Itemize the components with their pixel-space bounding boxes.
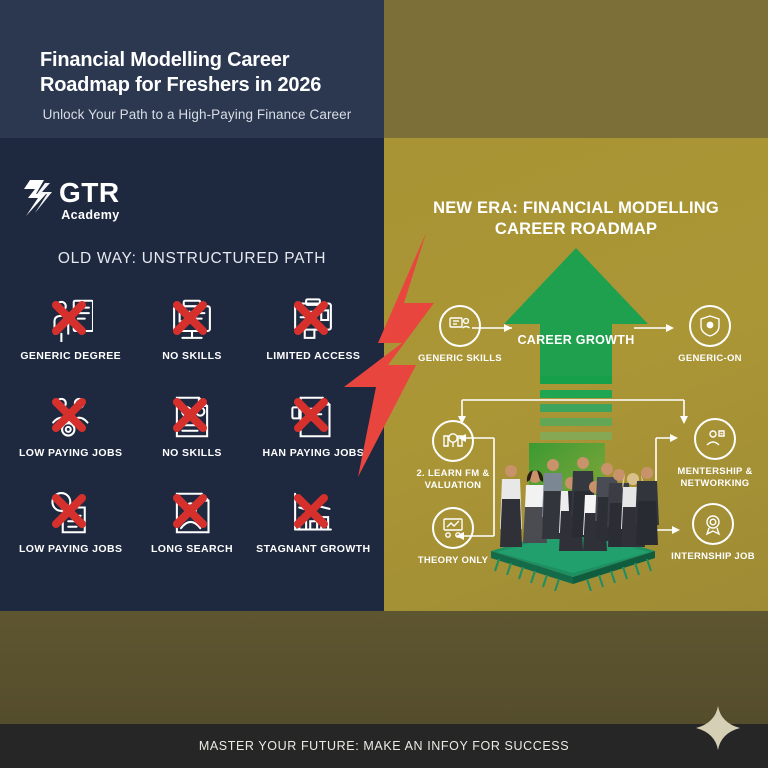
brand-logo-text: GTR Academy (59, 177, 120, 223)
red-x-icon (51, 301, 86, 335)
growth-step-bar (540, 390, 612, 398)
old-way-item: STAGNANT GROWTH (253, 491, 374, 588)
valuation-magnifier-icon (432, 420, 474, 462)
red-x-icon (51, 494, 86, 529)
footer-bar: MASTER YOUR FUTURE: MAKE AN INFOY FOR SU… (0, 724, 768, 768)
node-internship-job[interactable]: INTERNSHIP JOB (658, 503, 768, 563)
old-way-item-label: LOW PAYING JOBS (18, 543, 123, 556)
red-x-icon (172, 397, 207, 432)
brand-logo: GTR Academy (24, 177, 120, 223)
node-label: INTERNSHIP JOB (671, 551, 755, 562)
header-left-block (0, 0, 384, 138)
brand-name: GTR (59, 177, 120, 208)
document-search-icon (166, 395, 218, 441)
page-title: Financial Modelling Career Roadmap for F… (40, 49, 322, 96)
four-point-star-icon (696, 706, 740, 750)
old-way-item-label: LOW PAYING JOBS (18, 446, 123, 459)
old-way-item: HAN PAYING JOBS (253, 395, 374, 492)
node-mentorship-networking[interactable]: MENTERSHIP & NETWORKING (660, 418, 768, 490)
growth-step-bar (540, 418, 612, 426)
old-way-item: NO SKILLS (131, 395, 252, 492)
lightning-bolt-icon (344, 233, 434, 477)
old-way-item-label: LONG SEARCH (150, 543, 233, 556)
new-era-heading: NEW ERA: FINANCIAL MODELLING CAREER ROAD… (433, 199, 719, 238)
node-label: THEORY ONLY (417, 555, 489, 566)
footer-text: MASTER YOUR FUTURE: MAKE AN INFOY FOR SU… (198, 739, 570, 753)
skills-screen-icon (439, 305, 481, 347)
page-subtitle: Unlock Your Path to a High-Paying Financ… (42, 107, 352, 122)
gtr-logo-mark-icon (24, 180, 52, 216)
growth-step-bar (540, 376, 612, 384)
red-x-icon (172, 494, 207, 529)
old-way-item: LOW PAYING JOBS (10, 395, 131, 492)
old-way-item-label: GENERIC DEGREE (20, 350, 122, 362)
shield-badge-icon (689, 305, 731, 347)
old-way-item: LIMITED ACCESS (253, 298, 374, 395)
node-label: 2. LEARN FM & VALUATION (416, 468, 490, 491)
red-x-icon (294, 397, 329, 432)
red-x-icon (51, 397, 86, 432)
old-way-heading: OLD WAY: UNSTRUCTURED PATH (57, 250, 327, 267)
node-generic-on[interactable]: GENERIC-ON (655, 305, 765, 365)
red-x-icon (294, 494, 329, 529)
coin-documents-icon: $ (45, 491, 97, 537)
two-people-gear-icon (45, 395, 97, 441)
business-team-on-chip-platform-image (491, 443, 659, 591)
brand-subname: Academy (61, 208, 120, 222)
old-way-item: NO SKILLS (131, 298, 252, 395)
mentor-person-icon (694, 418, 736, 460)
career-growth-arrow: CAREER GROWTH (496, 248, 656, 468)
old-way-item-label: NO SKILLS (162, 350, 222, 362)
node-generic-skills[interactable]: GENERIC SKILLS (405, 305, 515, 365)
red-x-icon (294, 301, 329, 335)
old-way-item: LONG SEARCH (131, 491, 252, 588)
old-way-item: GENERIC DEGREE (10, 298, 131, 395)
old-way-item-label: STAGNANT GROWTH (256, 543, 371, 556)
teacher-presentation-icon (45, 298, 97, 344)
growth-step-bars (540, 376, 612, 446)
growth-step-bar (540, 432, 612, 440)
node-learn-fm-valuation[interactable]: 2. LEARN FM & VALUATION (398, 420, 508, 492)
career-growth-label: CAREER GROWTH (517, 333, 635, 347)
old-way-grid: GENERIC DEGREE NO SKILLS LIMITED ACCESS LOW… (10, 298, 374, 588)
old-way-item-label: HAN PAYING JOBS (262, 446, 365, 459)
growth-step-bar (540, 404, 612, 412)
old-way-item: $ LOW PAYING JOBS (10, 491, 131, 588)
up-arrow-growth-icon (504, 248, 648, 383)
node-label: MENTERSHIP & NETWORKING (677, 466, 753, 489)
desktop-monitor-icon (166, 298, 218, 344)
whiteboard-chart-icon (432, 507, 474, 549)
flat-chart-icon (287, 491, 339, 537)
certificate-seal-icon (692, 503, 734, 545)
resume-person-icon (166, 491, 218, 537)
red-x-icon (172, 301, 207, 335)
old-way-item-label: NO SKILLS (162, 446, 222, 459)
contract-paper-icon (287, 395, 339, 441)
clipboard-document-icon (287, 298, 339, 344)
header-right-block (384, 0, 768, 138)
node-label: GENERIC-ON (678, 353, 742, 364)
node-label: GENERIC SKILLS (418, 353, 502, 364)
old-way-item-label: LIMITED ACCESS (266, 350, 361, 362)
node-theory-only[interactable]: THEORY ONLY (398, 507, 508, 567)
